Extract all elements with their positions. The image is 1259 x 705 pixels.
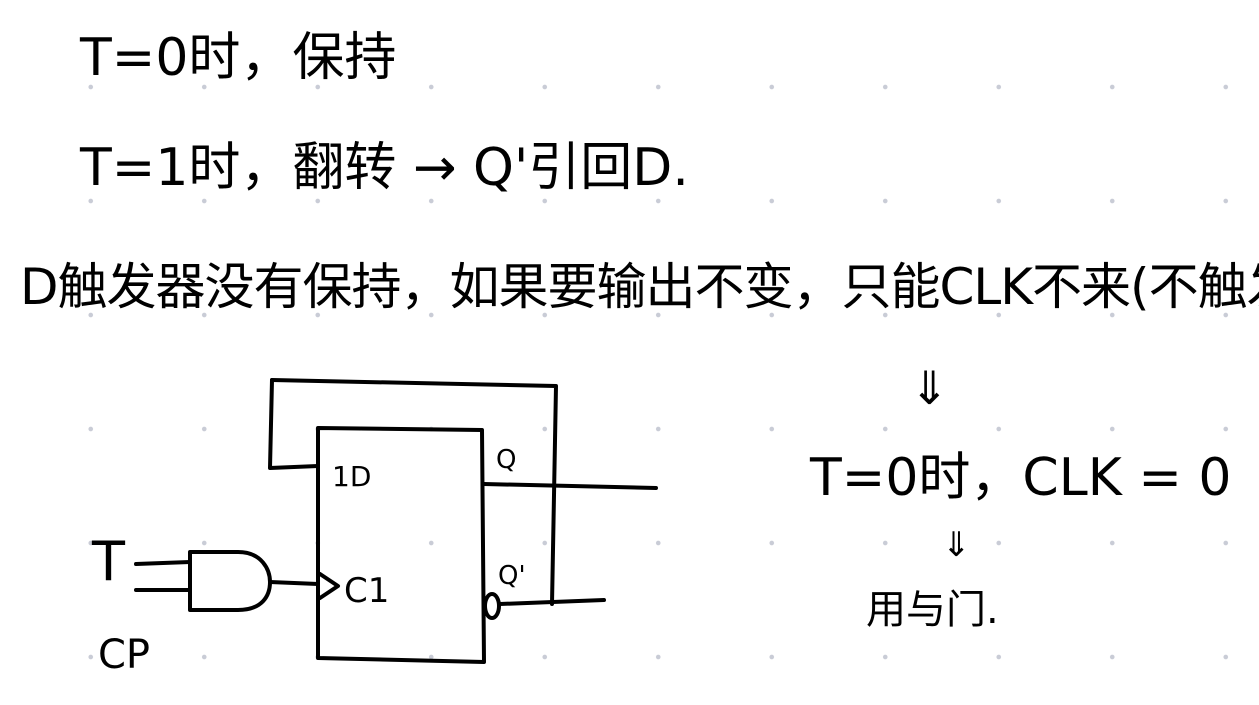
q-output-wire (482, 482, 658, 490)
note-line-t1-toggle: T=1时，翻转 → Q'引回D. (80, 138, 689, 198)
note-line-t0-hold: T=0时，保持 (80, 28, 397, 88)
clock-triangle (318, 572, 340, 600)
input-cp-label: CP (98, 632, 150, 678)
flipflop-box (316, 426, 486, 664)
double-down-arrow-icon-small: ⇓ (942, 525, 971, 565)
out-qn-label: Q' (498, 561, 526, 591)
feedback-wire (270, 378, 558, 606)
pin-d-label: 1D (332, 460, 371, 493)
qn-output-wire (498, 598, 606, 606)
gate-to-clock-wire (268, 580, 320, 586)
note-line-and-gate: 用与门. (866, 587, 999, 633)
pin-clk-label: C1 (344, 571, 389, 611)
double-down-arrow-icon: ⇓ (910, 361, 949, 415)
inverter-bubble (483, 592, 501, 620)
note-line-clk-zero: T=0时，CLK = 0 (810, 448, 1232, 508)
note-line-d-flipflop: D触发器没有保持，如果要输出不变，只能CLK不来(不触发) (20, 258, 1259, 316)
input-t-label: T (91, 530, 126, 593)
d-input-wire (268, 378, 320, 470)
and-gate (188, 550, 272, 612)
out-q-label: Q (496, 445, 516, 475)
t-input-wire (134, 560, 192, 566)
